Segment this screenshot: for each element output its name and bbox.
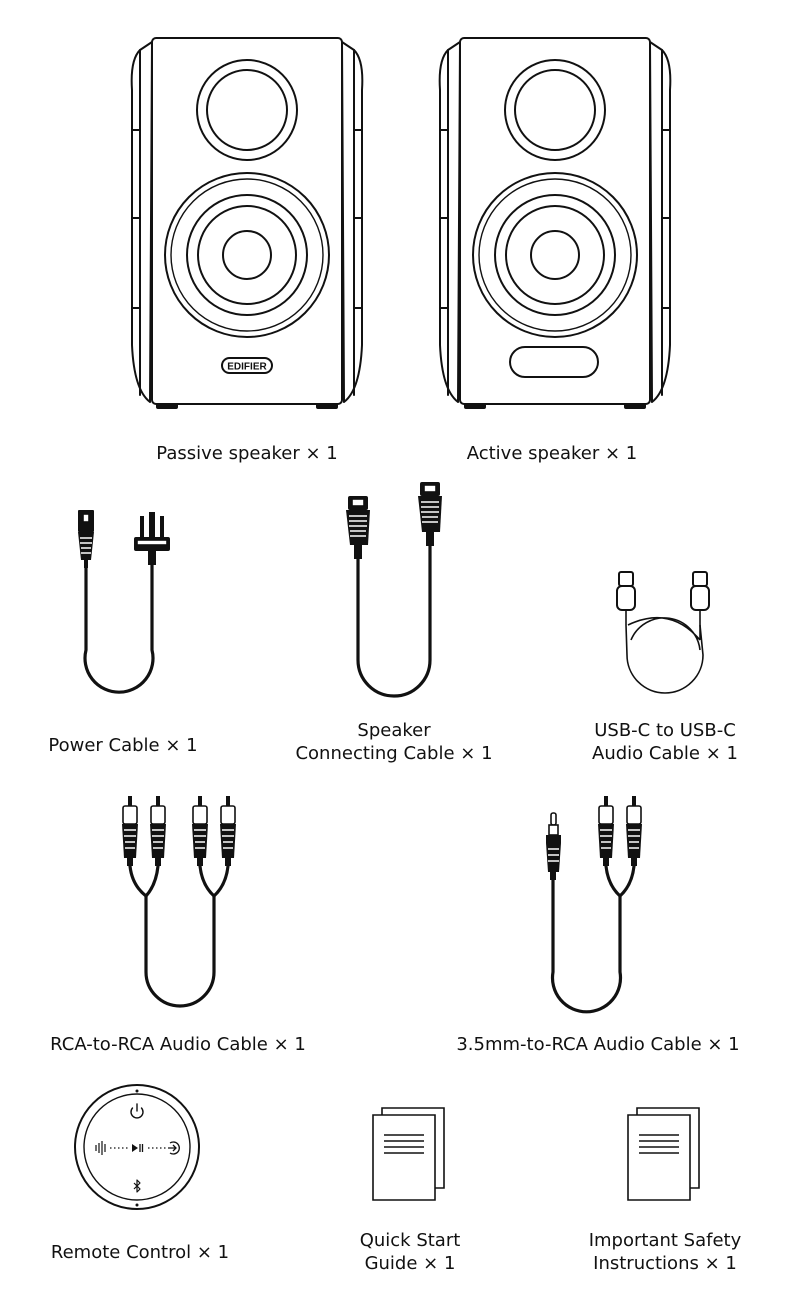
speaker-connecting-cable-label-line-1: Speaker (357, 720, 431, 741)
power-icon (130, 1103, 144, 1119)
rca-to-rca-cable-label: RCA-to-RCA Audio Cable × 1 (50, 1034, 306, 1055)
remote-control-label: Remote Control × 1 (50, 1242, 230, 1263)
remote-control-illustration (74, 1084, 200, 1210)
rca-to-rca-cable-illustration (122, 796, 236, 1008)
safety-instructions-label-line-1: Important Safety (588, 1230, 742, 1251)
mini-jack-to-rca-cable-label: 3.5mm-to-RCA Audio Cable × 1 (456, 1034, 740, 1055)
mini-jack-to-rca-cable-illustration (546, 796, 642, 1014)
quick-start-guide-illustration (372, 1107, 445, 1201)
volume-icon (95, 1141, 106, 1155)
edifier-logo: EDIFIER (227, 362, 267, 373)
speaker-connecting-cable-illustration (346, 482, 442, 698)
passive-speaker-illustration: EDIFIER (130, 37, 364, 409)
usb-c-cable-label: USB-C to USB-C Audio Cable × 1 (575, 719, 755, 765)
active-speaker-label: Active speaker × 1 (466, 443, 638, 464)
active-speaker-illustration (438, 37, 672, 409)
play-pause-icon (132, 1144, 144, 1152)
safety-instructions-label: Important Safety Instructions × 1 (575, 1229, 755, 1275)
quick-start-guide-label-line-1: Quick Start (359, 1230, 461, 1251)
usb-c-cable-illustration (616, 571, 710, 694)
quick-start-guide-label: Quick Start Guide × 1 (340, 1229, 480, 1275)
bluetooth-icon (133, 1179, 141, 1193)
speaker-connecting-cable-label-line-2: Connecting Cable × 1 (295, 743, 493, 764)
speaker-connecting-cable-label: Speaker Connecting Cable × 1 (284, 719, 504, 765)
usb-c-cable-label-line-2: Audio Cable × 1 (592, 743, 738, 764)
usb-c-cable-label-line-1: USB-C to USB-C (594, 720, 736, 741)
safety-instructions-illustration (627, 1107, 700, 1201)
quick-start-guide-label-line-2: Guide × 1 (364, 1253, 456, 1274)
safety-instructions-label-line-2: Instructions × 1 (593, 1253, 737, 1274)
power-cable-label: Power Cable × 1 (48, 735, 198, 756)
passive-speaker-label: Passive speaker × 1 (156, 443, 338, 464)
power-cable-illustration (78, 510, 170, 694)
input-icon (168, 1141, 180, 1155)
